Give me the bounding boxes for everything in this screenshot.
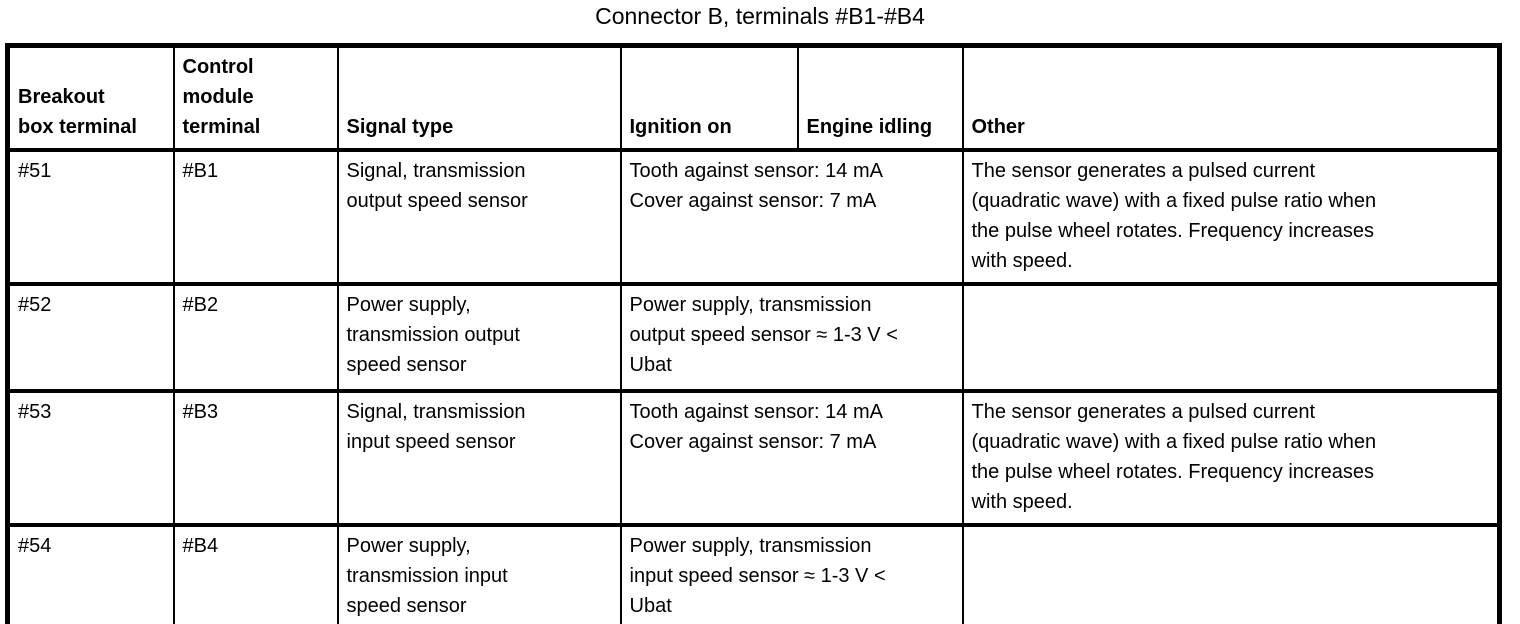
header-control-module-terminal: Control module terminal [172,44,339,152]
table-row-b3: #53 #B3 Signal, transmission input speed… [6,389,1501,526]
cell-other: The sensor generates a pulsed current (q… [961,148,1501,285]
header-row: Breakout box terminal Control module ter… [6,44,1501,152]
cell-breakout-terminal: #52 [6,282,175,392]
table-row-b2: #52 #B2 Power supply, transmission outpu… [6,282,1501,392]
cell-other [961,282,1501,392]
header-ignition-on: Ignition on [619,44,799,152]
header-engine-idling: Engine idling [796,44,964,152]
cell-signal-type: Signal, transmission output speed sensor [336,148,622,285]
cell-module-terminal: #B1 [172,148,339,285]
cell-measurement: Tooth against sensor: 14 mA Cover agains… [619,389,964,526]
cell-signal-type: Signal, transmission input speed sensor [336,389,622,526]
connector-b-terminals-table: Breakout box terminal Control module ter… [5,43,1502,624]
cell-signal-type: Power supply, transmission input speed s… [336,523,622,624]
cell-module-terminal: #B3 [172,389,339,526]
cell-measurement: Power supply, transmission output speed … [619,282,964,392]
header-other: Other [961,44,1501,152]
cell-signal-type: Power supply, transmission output speed … [336,282,622,392]
cell-other: The sensor generates a pulsed current (q… [961,389,1501,526]
cell-other [961,523,1501,624]
cell-measurement: Tooth against sensor: 14 mA Cover agains… [619,148,964,285]
table-row-b1: #51 #B1 Signal, transmission output spee… [6,148,1501,285]
header-signal-type: Signal type [336,44,622,152]
page-title: Connector B, terminals #B1-#B4 [595,3,925,29]
cell-breakout-terminal: #51 [6,148,175,285]
cell-breakout-terminal: #53 [6,389,175,526]
cell-module-terminal: #B2 [172,282,339,392]
header-breakout-box-terminal: Breakout box terminal [6,44,175,152]
table-row-b4: #54 #B4 Power supply, transmission input… [6,523,1501,624]
cell-module-terminal: #B4 [172,523,339,624]
cell-breakout-terminal: #54 [6,523,175,624]
cell-measurement: Power supply, transmission input speed s… [619,523,964,624]
